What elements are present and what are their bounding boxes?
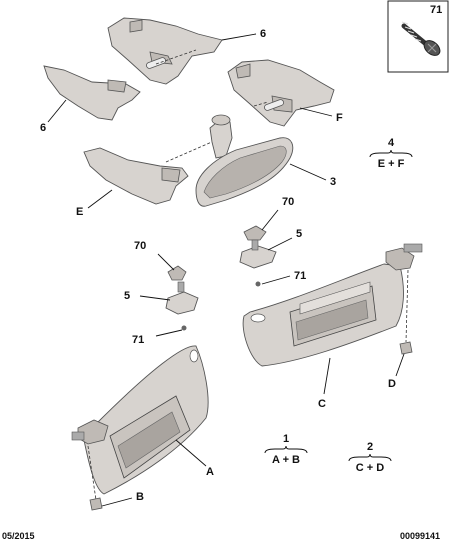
callout-lower-left-bracket: E <box>76 206 84 218</box>
group-1-number: 1 <box>282 433 290 445</box>
group-2-number: 2 <box>366 441 374 453</box>
lower-bracket-e <box>83 147 189 205</box>
callout-mirror: 3 <box>330 176 337 188</box>
sun-visor-left-a <box>71 345 209 511</box>
footer-date: 05/2015 <box>2 531 35 541</box>
callout-upper-bracket: 6 <box>260 28 267 40</box>
assembly-line-f-pin <box>253 101 269 107</box>
brace-icon <box>264 445 308 454</box>
assembly-line-e-mirror <box>165 133 231 163</box>
callout-right-bracket: F <box>336 112 343 124</box>
callout-left-bracket: 6 <box>40 122 47 134</box>
group-4-formula: E + F <box>377 158 405 170</box>
callout-hinge-left-5: 5 <box>124 290 131 302</box>
upper-bracket-6 <box>107 17 223 85</box>
rearview-mirror-3 <box>195 114 294 207</box>
group-1-formula: A + B <box>271 454 300 466</box>
assembly-line-6-pin <box>155 49 197 65</box>
right-bracket-f <box>227 59 335 127</box>
group-1: 1 A + B <box>261 433 311 466</box>
group-4-number: 4 <box>387 137 395 149</box>
callout-screw-left-70: 70 <box>134 240 147 252</box>
callout-visor-right: C <box>318 398 326 410</box>
callout-screw-top-71: 71 <box>294 270 307 282</box>
sun-visor-right-c <box>242 243 423 367</box>
leader-lines <box>47 33 405 507</box>
group-2: 2 C + D <box>345 441 395 474</box>
callout-screw-left-71: 71 <box>132 334 145 346</box>
group-2-formula: C + D <box>355 462 385 474</box>
callout-clip-left: B <box>136 491 144 503</box>
group-4: 4 E + F <box>366 137 416 170</box>
callout-screw-top-70: 70 <box>282 196 295 208</box>
hinge-assembly-upper <box>239 225 277 287</box>
screw-71-icon <box>401 21 441 56</box>
inset-number: 71 <box>430 4 443 16</box>
callout-clip-right: D <box>388 378 396 390</box>
footer-reference: 00099141 <box>400 531 441 541</box>
hinge-assembly-left <box>165 265 199 331</box>
callout-visor-left: A <box>206 466 214 478</box>
brace-icon <box>369 149 413 158</box>
left-bracket-6 <box>43 65 141 121</box>
brace-icon <box>348 453 392 462</box>
callout-hinge-top-5: 5 <box>296 228 303 240</box>
